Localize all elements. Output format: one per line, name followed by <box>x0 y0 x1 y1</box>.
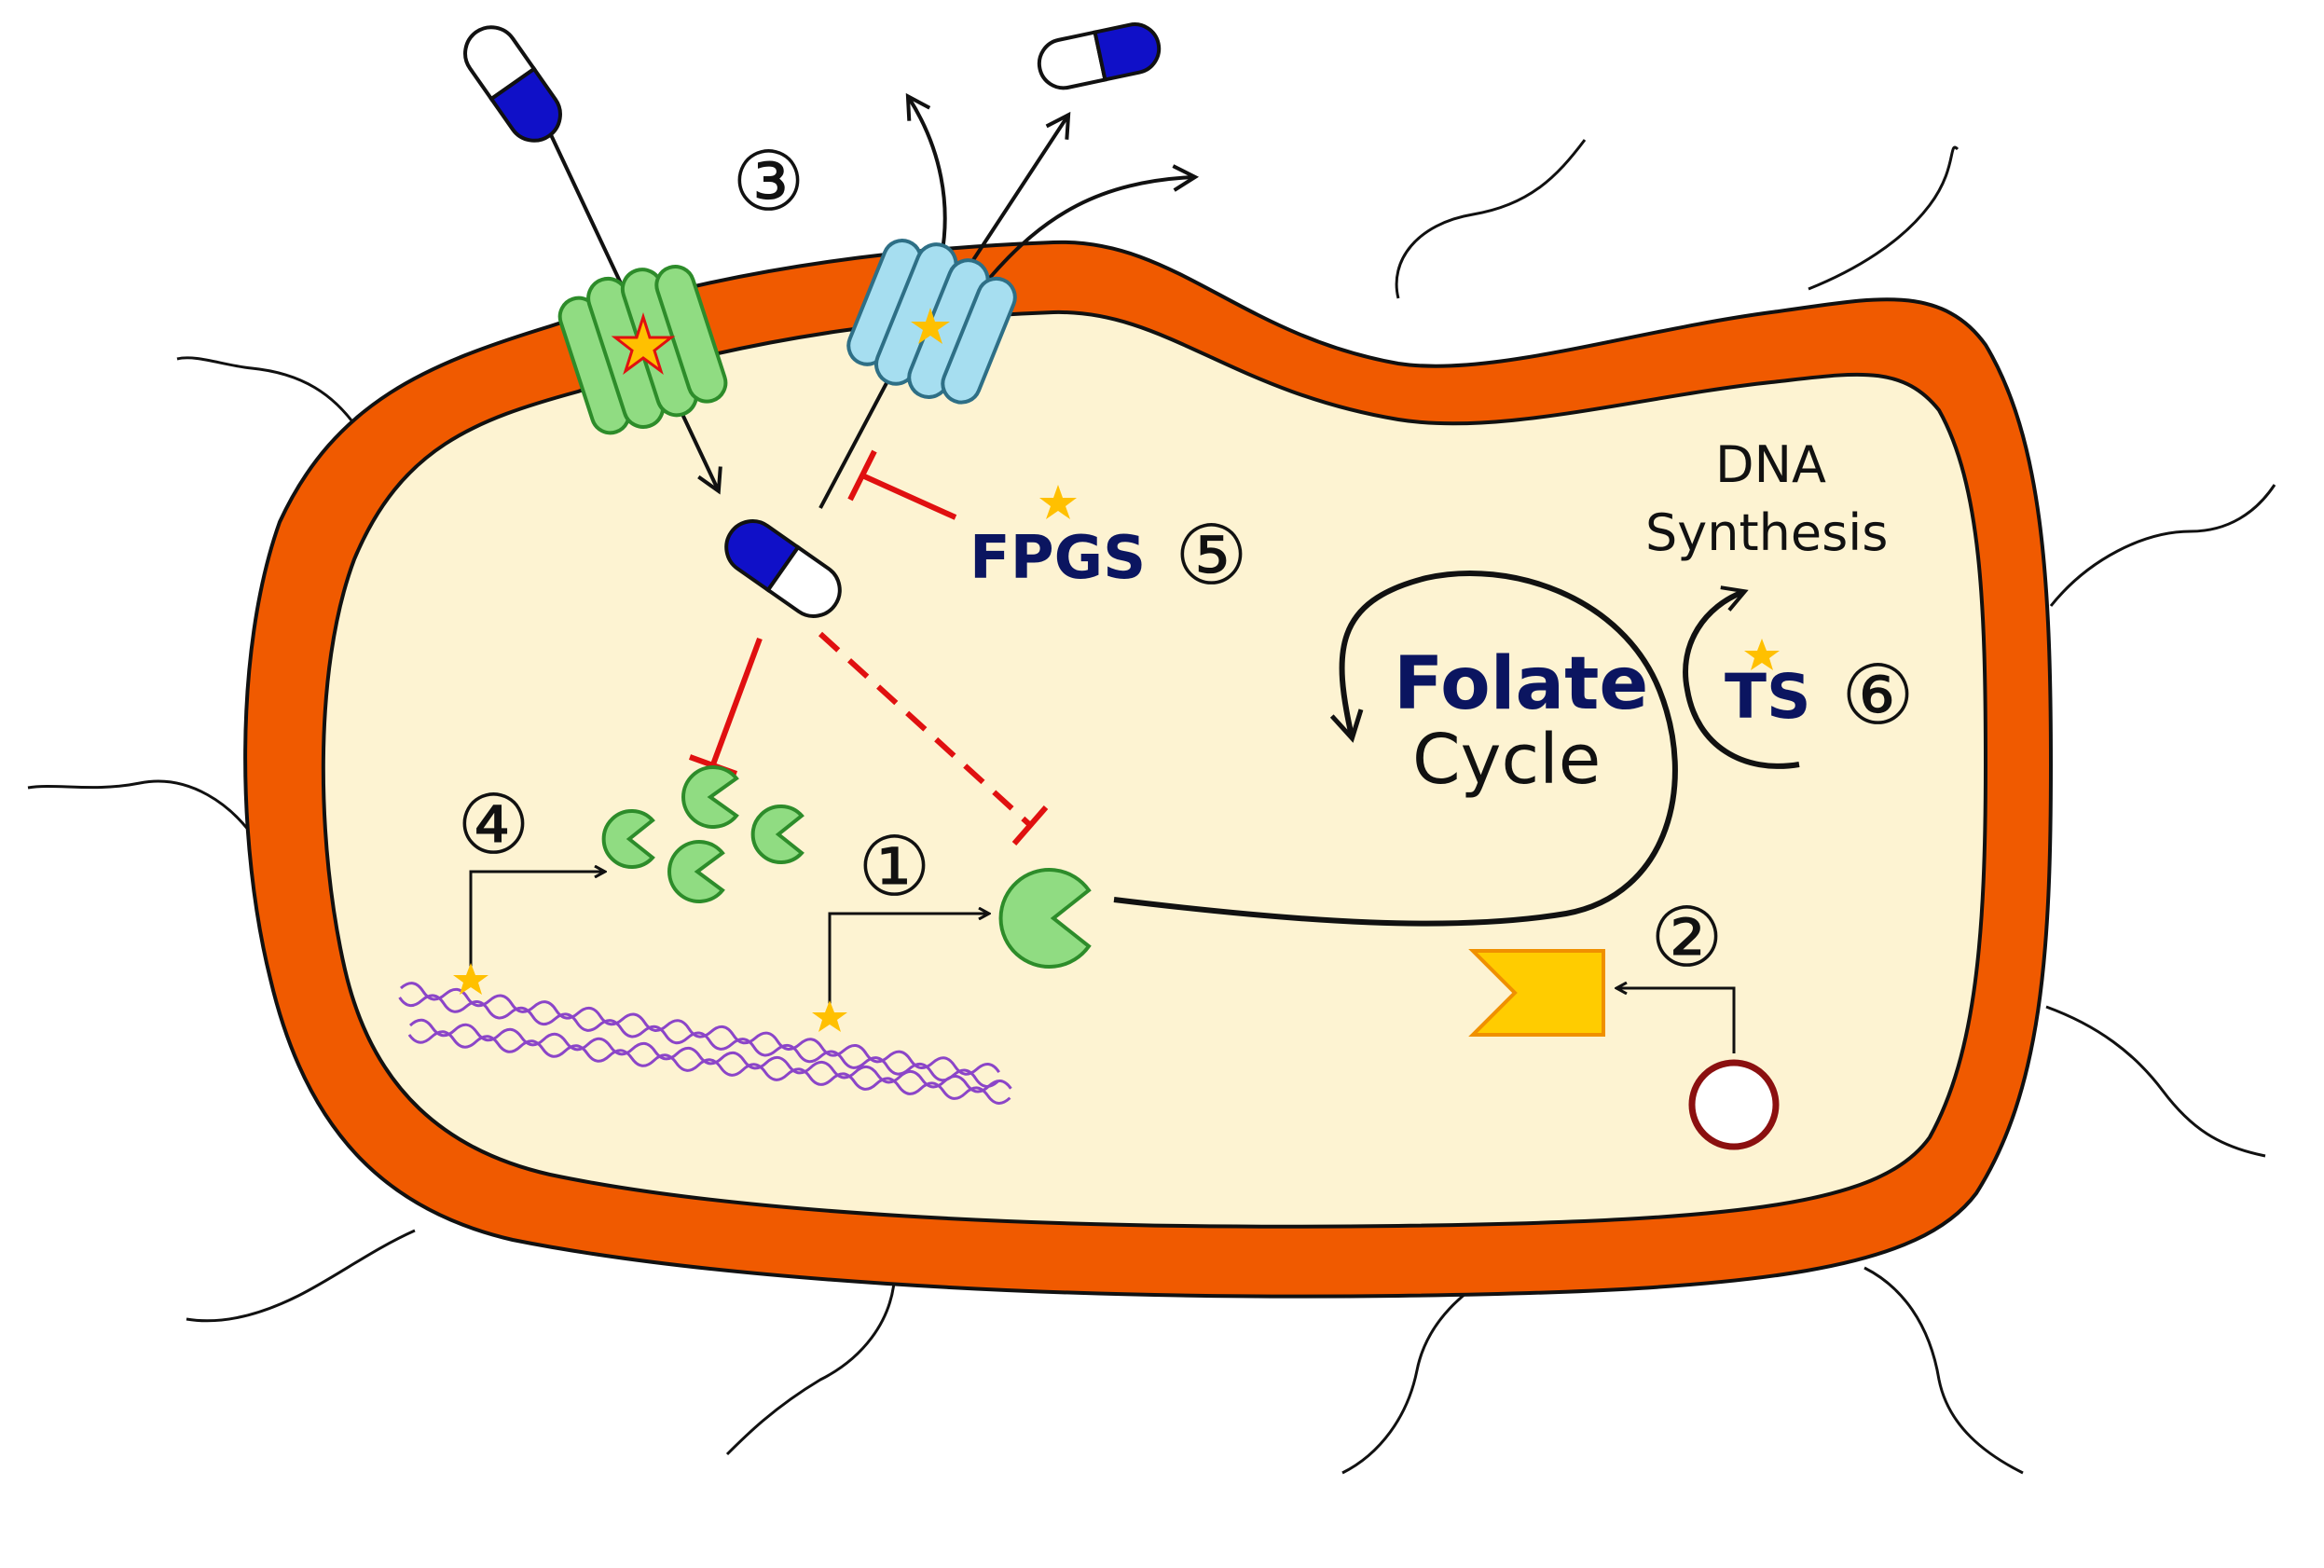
target-enzyme-icon <box>750 805 804 864</box>
mutation-star-icon <box>611 312 676 375</box>
ts-label: TS <box>1725 661 1811 733</box>
mutation-star-icon <box>453 963 488 995</box>
marker-2: ② <box>1650 889 1724 985</box>
plasmid-icon <box>1688 1059 1780 1150</box>
flagellum <box>176 356 365 439</box>
fpgs-label: FPGS <box>969 524 1146 593</box>
flagellum <box>1395 139 1587 299</box>
flagella <box>27 139 2276 1475</box>
marker-5: ⑤ <box>1175 507 1248 603</box>
flagellum <box>2045 1005 2266 1158</box>
target-enzyme-icon <box>681 765 739 829</box>
inactivating-enzyme-icon <box>1468 949 1605 1037</box>
drug-capsule-icon <box>724 519 842 618</box>
dna-label: DNA <box>1715 435 1826 494</box>
efflux-pump-icon <box>818 92 1200 509</box>
drug-capsule-icon <box>1037 22 1162 90</box>
target-enzyme-icon <box>601 809 655 869</box>
marker-1: ① <box>858 818 931 915</box>
mutation-star-icon <box>1039 485 1077 519</box>
target-enzyme-icon <box>667 840 725 903</box>
promoter-arrow-2 <box>1617 988 1736 1053</box>
target-enzyme-icon <box>998 868 1092 969</box>
chromosome-dna-icon <box>398 982 1012 1105</box>
flagellum <box>1808 145 1960 291</box>
overexpressed-enzymes <box>601 765 804 903</box>
folate-label: Folate <box>1394 642 1648 726</box>
mutation-star-icon <box>911 308 950 344</box>
flagellum <box>1863 1266 2024 1475</box>
flagellum <box>1341 1266 1511 1475</box>
flagellum <box>186 1229 416 1323</box>
cycle-label: Cycle <box>1412 720 1601 800</box>
marker-6: ⑥ <box>1841 647 1915 743</box>
marker-3: ③ <box>732 133 805 229</box>
synthesis-label: Synthesis <box>1645 503 1888 562</box>
promoter-arrow-1 <box>828 914 988 1011</box>
flagellum <box>2049 484 2276 607</box>
drug-inhibition-arrows <box>688 631 1049 846</box>
flagellum <box>27 779 263 849</box>
drug-capsule-icon <box>463 25 562 143</box>
folate-cycle <box>1113 571 1800 927</box>
mutation-star-icon <box>1744 639 1780 670</box>
marker-4: ④ <box>457 777 530 873</box>
mutation-star-icon <box>812 1000 847 1032</box>
fpgs-inhibition <box>847 449 957 520</box>
uptake-transporter-icon <box>529 92 728 495</box>
flagellum <box>725 1267 897 1456</box>
promoter-arrow-4 <box>469 872 604 974</box>
